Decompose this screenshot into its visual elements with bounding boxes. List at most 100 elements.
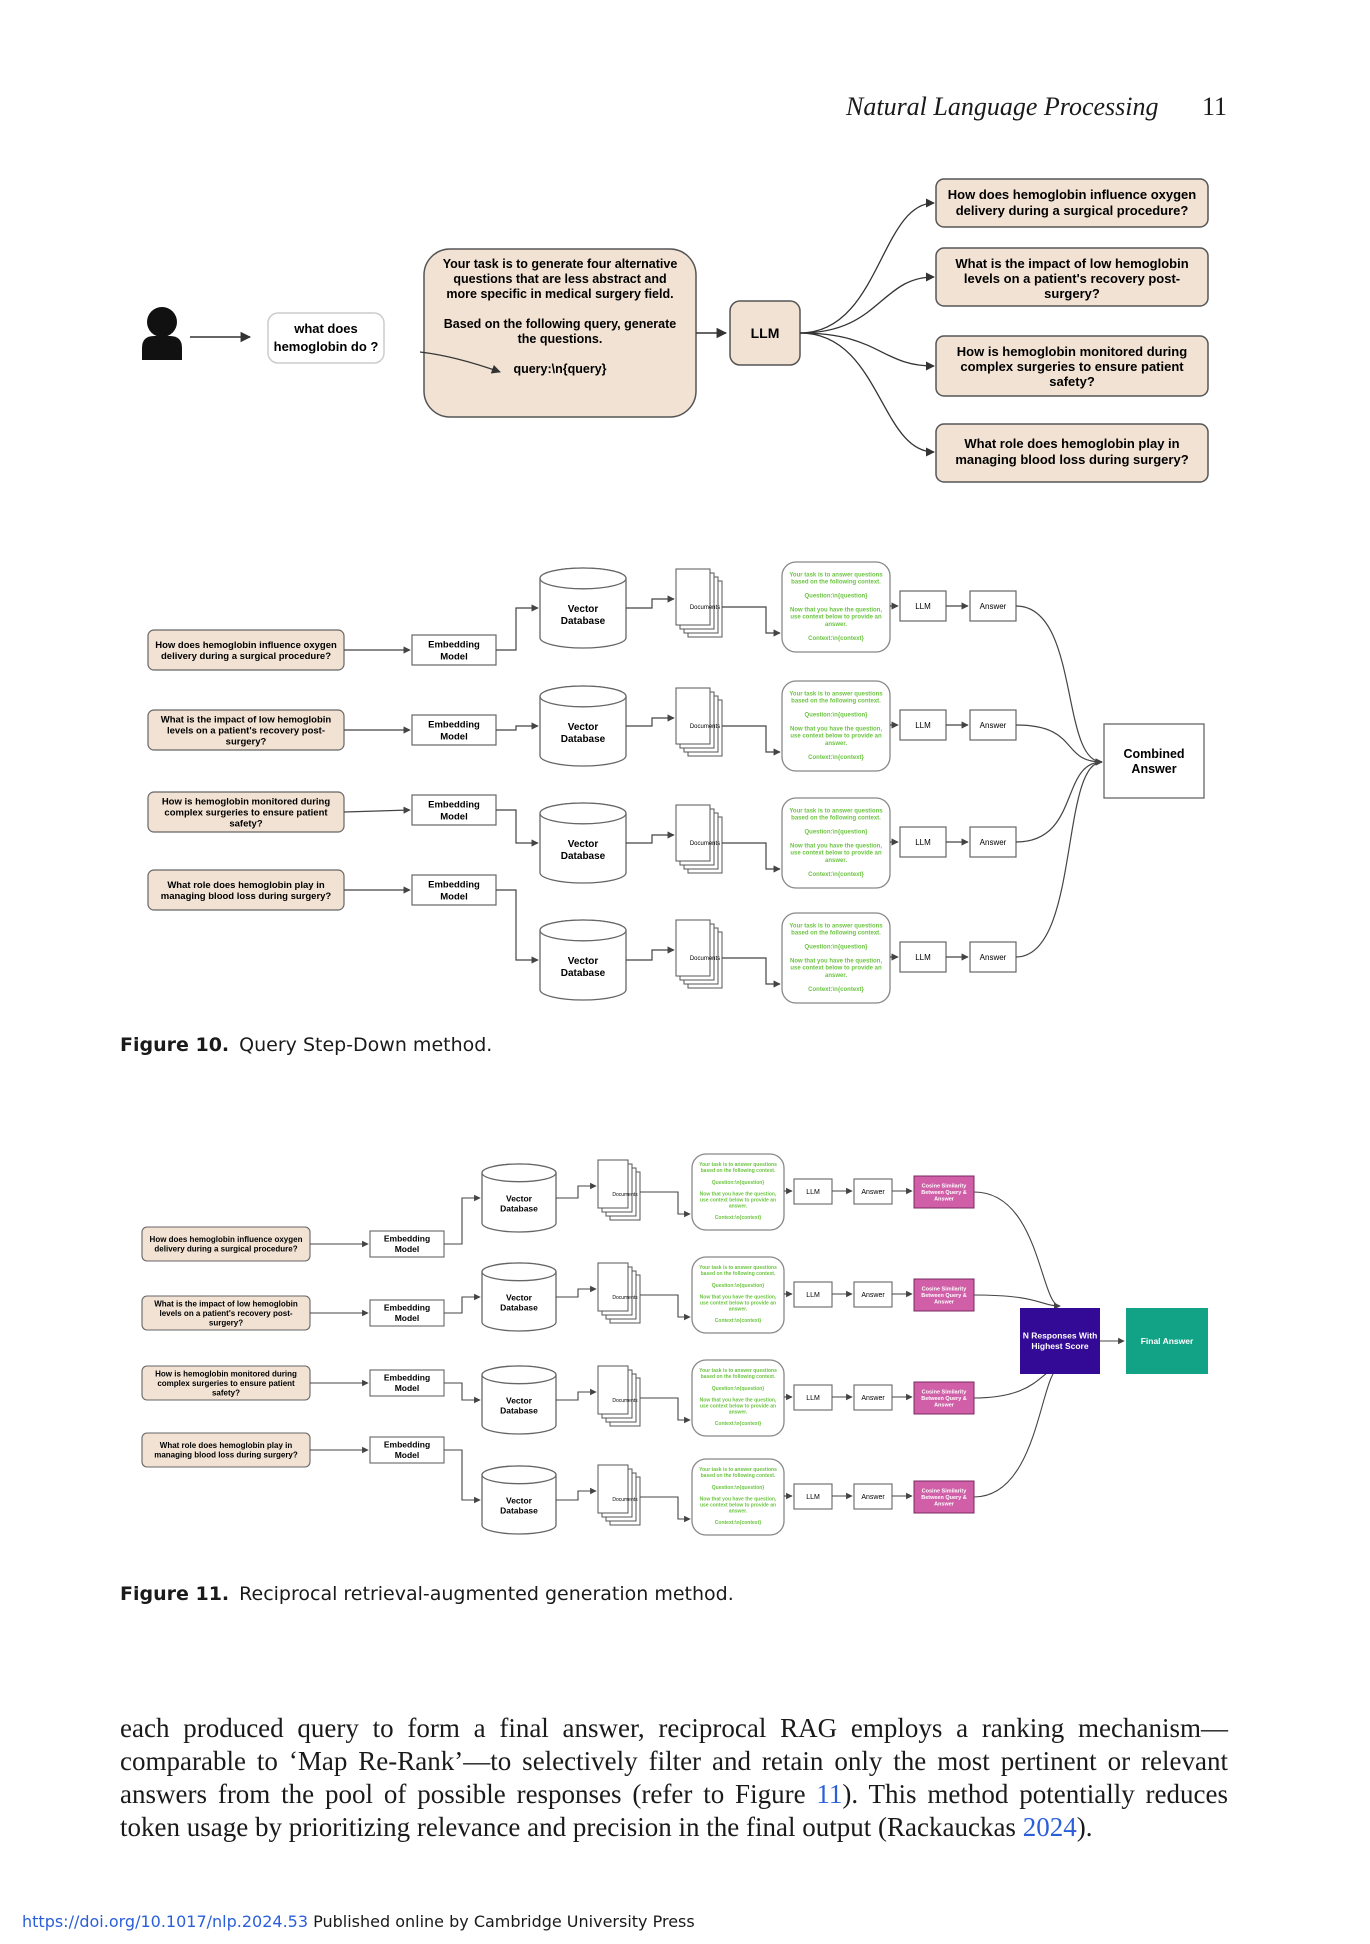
query-text: managing blood loss during surgery?	[154, 1451, 298, 1460]
question-line: How does hemoglobin influence oxygen	[948, 187, 1197, 202]
arrow	[973, 1294, 1061, 1310]
qa-prompt-line: Your task is to answer questions	[789, 572, 883, 578]
arrow	[626, 831, 675, 844]
n-responses-label: Highest Score	[1031, 1341, 1088, 1351]
qa-prompt-line: Question:\n{question}	[712, 1180, 765, 1186]
vector-database-label: Vector	[568, 722, 599, 733]
vector-database-top	[539, 919, 627, 942]
document-sheet	[675, 687, 711, 745]
cosine-similarity-label: Between Query &	[921, 1396, 967, 1402]
qa-prompt-line: Question:\n{question}	[712, 1386, 765, 1392]
prompt-line: more specific in medical surgery field.	[446, 287, 673, 301]
user-query-box: what does hemoglobin do ?	[267, 312, 385, 364]
answer-label: Answer	[980, 602, 1007, 611]
arrow	[496, 722, 539, 731]
cosine-similarity-box	[913, 1278, 975, 1312]
arrow	[722, 725, 781, 756]
question-line: How is hemoglobin monitored during	[957, 344, 1187, 359]
answer-label: Answer	[861, 1395, 885, 1402]
embedding-model-box	[369, 1230, 445, 1258]
documents-label: Documents	[612, 1192, 638, 1198]
document-sheet	[597, 1464, 629, 1514]
qa-prompt-line: based on the following context.	[701, 1168, 776, 1174]
query-text: What is the impact of low hemoglobin	[161, 714, 332, 725]
vector-database-label: Vector	[506, 1193, 533, 1203]
document-sheet	[597, 1262, 629, 1312]
qa-prompt-line: Now that you have the question,	[700, 1496, 777, 1502]
qa-prompt-line: Context:\n{context}	[808, 987, 864, 993]
figure-10-text: Query Step-Down method.	[239, 1034, 493, 1056]
arrow	[343, 806, 411, 814]
figure-11-diagram: How does hemoglobin influence oxygendeli…	[141, 1153, 1208, 1536]
qa-prompt-line: use context below to provide an	[700, 1502, 776, 1508]
figure-10-diagram: How does hemoglobin influence oxygendeli…	[147, 561, 1205, 1004]
qa-prompt-line: Now that you have the question,	[790, 959, 882, 965]
query-text: levels on a patient's recovery post-	[167, 725, 325, 736]
qa-prompt-line: Question:\n{question}	[805, 713, 869, 719]
embedding-model-label: Model	[440, 731, 467, 742]
arrow	[1015, 758, 1103, 843]
cosine-similarity-box	[913, 1381, 975, 1415]
embedding-model-label: Embedding	[384, 1373, 430, 1383]
body-text-part: ).	[1076, 1812, 1093, 1842]
cosine-similarity-label: Between Query &	[921, 1190, 967, 1196]
vector-database-label: Database	[500, 1303, 538, 1313]
llm-label: LLM	[806, 1494, 820, 1501]
documents-label: Documents	[690, 956, 720, 962]
qa-prompt-box	[781, 561, 891, 653]
qa-prompt-line: Now that you have the question,	[790, 608, 882, 614]
arrow	[626, 714, 675, 727]
qa-prompt-line: use context below to provide an	[790, 966, 882, 972]
figure-reference-link[interactable]: 11	[816, 1779, 843, 1809]
vector-database-label: Vector	[506, 1395, 533, 1405]
qa-prompt-line: Your task is to answer questions	[789, 691, 883, 697]
answer-label: Answer	[980, 838, 1007, 847]
qa-prompt-line: Your task is to answer questions	[699, 1368, 777, 1374]
vector-database-label: Vector	[506, 1495, 533, 1505]
qa-prompt-line: Question:\n{question}	[712, 1485, 765, 1491]
figure-11-caption: Figure 11.Reciprocal retrieval-augmented…	[120, 1583, 734, 1605]
documents-label: Documents	[612, 1398, 638, 1404]
embedding-model-label: Embedding	[428, 639, 480, 650]
arrow	[556, 1285, 597, 1298]
arrow	[640, 1397, 691, 1424]
llm-label: LLM	[915, 602, 931, 611]
qa-prompt-line: use context below to provide an	[700, 1300, 776, 1306]
doi-link[interactable]: https://doi.org/10.1017/nlp.2024.53	[22, 1912, 309, 1931]
llm-label: LLM	[806, 1292, 820, 1299]
answer-label: Answer	[980, 953, 1007, 962]
query-text: levels on a patient's recovery post-	[159, 1309, 292, 1318]
query-text: complex surgeries to ensure patient	[157, 1379, 295, 1388]
body-text-part: ). This method potentially reduces token…	[120, 1779, 1228, 1842]
qa-prompt-line: Now that you have the question,	[700, 1191, 777, 1197]
cosine-similarity-label: Answer	[934, 1196, 955, 1202]
qa-prompt-line: Question:\n{question}	[712, 1283, 765, 1289]
qa-prompt-line: Your task is to answer questions	[699, 1162, 777, 1168]
query-text: delivery during a surgical procedure?	[161, 651, 331, 662]
qa-prompt-box	[781, 797, 891, 889]
arrow	[556, 1182, 597, 1199]
vector-database-top	[481, 1465, 557, 1485]
arrow	[626, 946, 675, 961]
figure-query-generation: what does hemoglobin do ? Your task is t…	[142, 178, 1209, 483]
query-text: What is the impact of low hemoglobin	[154, 1299, 298, 1308]
query-text: How is hemoglobin monitored during	[155, 1369, 297, 1378]
query-text: complex surgeries to ensure patient	[164, 807, 328, 818]
qa-prompt-line: Now that you have the question,	[700, 1294, 777, 1300]
arrow	[444, 1449, 481, 1504]
embedding-model-label: Embedding	[428, 799, 480, 810]
citation-link[interactable]: 2024	[1022, 1812, 1077, 1842]
qa-prompt-line: answer.	[729, 1409, 748, 1415]
query-text: What role does hemoglobin play in	[167, 880, 324, 891]
embedding-model-label: Model	[440, 651, 467, 662]
body-paragraph: each produced query to form a final answ…	[120, 1712, 1228, 1844]
embedding-model-box	[369, 1369, 445, 1397]
embedding-model-label: Model	[395, 1313, 420, 1323]
qa-prompt-line: answer.	[729, 1203, 748, 1209]
arrow	[973, 1191, 1061, 1310]
documents-label: Documents	[612, 1295, 638, 1301]
qa-prompt-line: Context:\n{context}	[808, 872, 864, 878]
query-text: delivery during a surgical procedure?	[154, 1245, 297, 1254]
qa-prompt-line: use context below to provide an	[700, 1403, 776, 1409]
prompt-box: Your task is to generate four alternativ…	[419, 248, 697, 418]
